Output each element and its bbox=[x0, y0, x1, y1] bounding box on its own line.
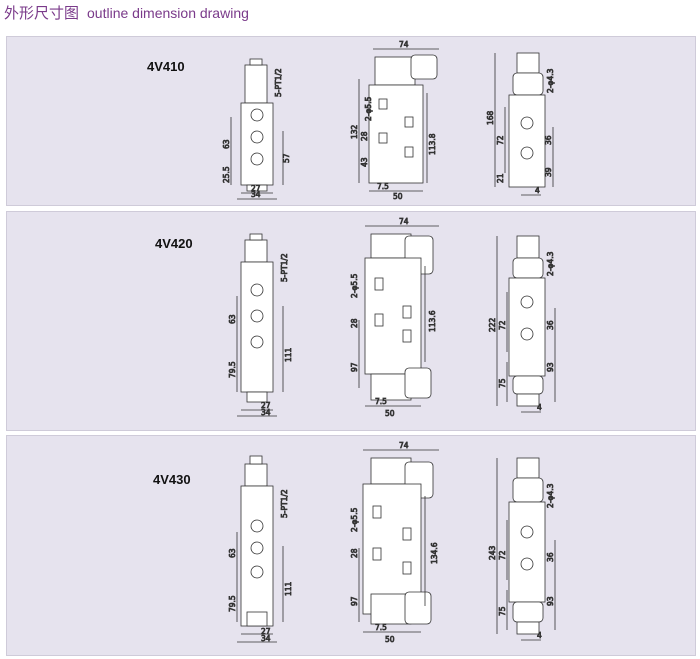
dim-port: 5-PT1/2 bbox=[280, 489, 289, 518]
dim-w1: 27 bbox=[261, 627, 271, 636]
dim-r2: 93 bbox=[546, 596, 555, 606]
dim-body: 113.8 bbox=[428, 133, 437, 155]
dim-hole-r: 2-φ4.3 bbox=[546, 483, 555, 508]
dim-pitch: 63 bbox=[222, 139, 231, 149]
dim-w1: 27 bbox=[261, 401, 271, 410]
dim-r2: 93 bbox=[546, 362, 555, 372]
model-label: 4V430 bbox=[153, 472, 191, 487]
right-view bbox=[496, 457, 556, 641]
side-view bbox=[358, 48, 439, 192]
dim-sub: 111 bbox=[284, 581, 293, 596]
dim-b2: 50 bbox=[393, 192, 403, 201]
dim-w1: 27 bbox=[251, 184, 261, 193]
dim-overall-r: 243 bbox=[488, 545, 497, 560]
dim-b1: 7.5 bbox=[375, 623, 387, 632]
dim-w2: 34 bbox=[261, 634, 271, 643]
dim-bottom: 79.5 bbox=[228, 361, 237, 378]
dim-pitch: 63 bbox=[228, 314, 237, 324]
panel-4v410: 4V410 5-PT1/2 63 25.5 57 27 34 bbox=[6, 36, 696, 206]
model-label: 4V410 bbox=[147, 59, 185, 74]
dim-body: 134.6 bbox=[430, 542, 439, 564]
dim-w2: 34 bbox=[261, 408, 271, 417]
dim-b1: 7.5 bbox=[377, 182, 389, 191]
model-label: 4V420 bbox=[155, 236, 193, 251]
front-view bbox=[230, 58, 284, 200]
dim-d1: 28 bbox=[350, 548, 359, 558]
dim-r2: 39 bbox=[544, 167, 553, 177]
dim-w2: 34 bbox=[251, 190, 261, 199]
dim-port: 5-PT1/2 bbox=[274, 68, 283, 97]
dim-d1: 28 bbox=[360, 131, 369, 141]
dim-w-r: 4 bbox=[537, 631, 542, 640]
dim-r3: 21 bbox=[496, 173, 505, 183]
dim-overall: 132 bbox=[350, 124, 359, 139]
dim-d2: 97 bbox=[350, 362, 359, 372]
dim-body: 113.6 bbox=[428, 310, 437, 332]
dim-width: 74 bbox=[399, 441, 409, 450]
dim-mid-r: 72 bbox=[498, 550, 507, 560]
dim-w-r: 4 bbox=[535, 186, 540, 195]
panel-4v420: 4V420 5-PT1/2 63 79.5 111 27 34 bbox=[6, 211, 696, 431]
dim-hole: 2-φ5.5 bbox=[364, 96, 373, 121]
dim-sub: 111 bbox=[284, 347, 293, 362]
drawing-4v420: 5-PT1/2 63 79.5 111 27 34 74 2-φ5.5 113.… bbox=[228, 217, 556, 418]
drawing-4v410: 5-PT1/2 63 25.5 57 27 34 74 2-φ5.5 132 1… bbox=[222, 40, 556, 202]
dim-port: 5-PT1/2 bbox=[280, 253, 289, 282]
dim-r1: 36 bbox=[544, 135, 553, 145]
side-view bbox=[358, 449, 439, 633]
dim-mid-r: 72 bbox=[496, 135, 505, 145]
side-view bbox=[358, 225, 439, 407]
right-view bbox=[496, 235, 556, 413]
dim-width: 74 bbox=[399, 217, 409, 226]
dim-pitch: 63 bbox=[228, 548, 237, 558]
dim-hole-r: 2-φ4.3 bbox=[546, 68, 555, 93]
dim-mid-r: 72 bbox=[498, 320, 507, 330]
dim-b2: 50 bbox=[385, 409, 395, 418]
right-view bbox=[494, 52, 554, 196]
dim-hole-r: 2-φ4.3 bbox=[546, 251, 555, 276]
dim-d2: 43 bbox=[360, 157, 369, 167]
dim-bottom: 25.5 bbox=[222, 166, 231, 183]
front-view bbox=[236, 233, 284, 417]
drawing-4v430: 5-PT1/2 63 79.5 111 27 34 74 2-φ5.5 134.… bbox=[228, 441, 556, 644]
panel-4v430: 4V430 5-PT1/2 63 79.5 111 27 34 bbox=[6, 435, 696, 656]
dim-b2: 50 bbox=[385, 635, 395, 644]
dim-b1: 7.5 bbox=[375, 397, 387, 406]
page-title: 外形尺寸图 outline dimension drawing bbox=[4, 2, 249, 26]
dim-width: 74 bbox=[399, 40, 409, 49]
dim-hole: 2-φ5.5 bbox=[350, 273, 359, 298]
title-english: outline dimension drawing bbox=[87, 5, 249, 21]
dim-bottom: 79.5 bbox=[228, 595, 237, 612]
dim-overall-r: 168 bbox=[486, 110, 495, 125]
dim-d1: 28 bbox=[350, 318, 359, 328]
dim-d2: 97 bbox=[350, 596, 359, 606]
dim-r3: 75 bbox=[498, 378, 507, 388]
dim-r1: 36 bbox=[546, 320, 555, 330]
dim-overall-r: 222 bbox=[488, 317, 497, 332]
dim-w-r: 4 bbox=[537, 403, 542, 412]
title-chinese: 外形尺寸图 bbox=[4, 4, 80, 22]
dim-hole: 2-φ5.5 bbox=[350, 507, 359, 532]
front-view bbox=[236, 455, 284, 643]
dim-r1: 36 bbox=[546, 552, 555, 562]
dim-sub: 57 bbox=[282, 153, 291, 163]
dim-r3: 75 bbox=[498, 606, 507, 616]
